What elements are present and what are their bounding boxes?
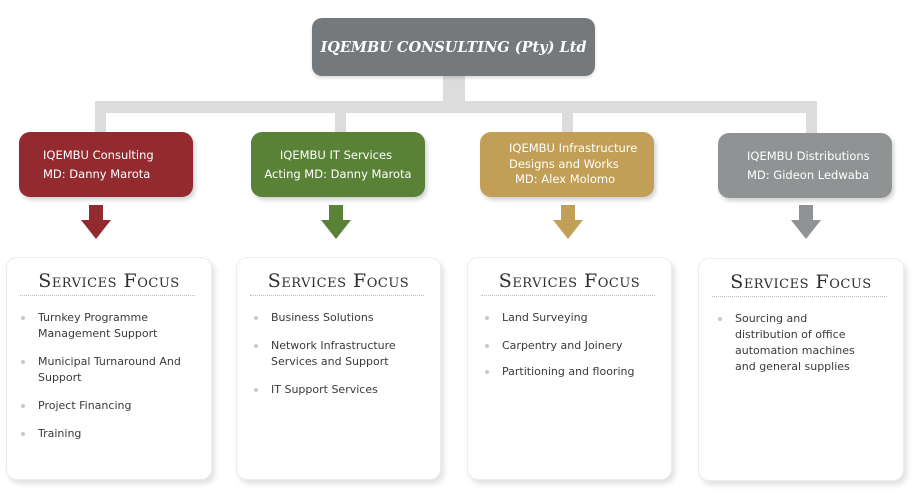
connector-horizontal-bar <box>95 101 817 113</box>
bullet-icon <box>254 344 258 348</box>
card-title: Services Focus <box>730 271 872 293</box>
services-card-consulting: Services Focus Turnkey Programme Managem… <box>6 257 212 480</box>
division-md: MD: Danny Marota <box>43 166 151 181</box>
dotted-divider <box>712 296 887 297</box>
division-box-it-services: IQEMBU IT Services Acting MD: Danny Maro… <box>251 132 425 197</box>
bullet-icon <box>254 388 258 392</box>
company-title: IQEMBU CONSULTING (Pty) Ltd <box>320 38 587 56</box>
company-title-box: IQEMBU CONSULTING (Pty) Ltd <box>312 18 595 76</box>
list-item: Business Solutions <box>240 310 434 326</box>
list-item: Turnkey Programme Management Support <box>7 310 205 342</box>
bullet-icon <box>21 432 25 436</box>
bullet-icon <box>21 360 25 364</box>
arrow-down-icon <box>321 205 351 239</box>
list-item: Partitioning and flooring <box>471 364 665 380</box>
dotted-divider <box>250 295 424 296</box>
connector-drop-3 <box>562 101 573 133</box>
division-box-consulting: IQEMBU Consulting MD: Danny Marota <box>19 132 193 197</box>
list-item: Municipal Turnaround And Support <box>7 354 205 386</box>
division-name: IQEMBU Consulting <box>43 147 154 162</box>
connector-drop-4 <box>806 101 817 133</box>
list-item: Sourcing and distribution of office auto… <box>704 311 873 375</box>
list-item: Land Surveying <box>471 310 665 326</box>
arrow-down-icon <box>791 205 821 239</box>
list-item: Training <box>7 426 205 442</box>
arrow-down-icon <box>81 205 111 239</box>
list-item: Project Financing <box>7 398 205 414</box>
bullet-icon <box>485 370 489 374</box>
division-md: MD: Gideon Ledwaba <box>747 167 870 182</box>
bullet-icon <box>254 316 258 320</box>
services-list: Land Surveying Carpentry and Joinery Par… <box>468 310 665 392</box>
services-card-it-services: Services Focus Business Solutions Networ… <box>236 257 441 480</box>
division-name: IQEMBU IT Services <box>279 147 393 162</box>
dotted-divider <box>481 295 655 296</box>
bullet-icon <box>485 316 489 320</box>
services-list: Turnkey Programme Management Support Mun… <box>7 310 205 454</box>
services-card-infrastructure: Services Focus Land Surveying Carpentry … <box>467 257 672 480</box>
division-name: IQEMBU Infrastructure <box>509 141 638 156</box>
connector-drop-2 <box>335 101 346 133</box>
division-name-cont: Designs and Works <box>509 156 619 171</box>
dotted-divider <box>20 295 195 296</box>
division-name: IQEMBU Distributions <box>747 148 870 163</box>
arrow-down-icon <box>553 205 583 239</box>
division-md: Acting MD: Danny Marota <box>264 166 412 181</box>
division-box-infrastructure: IQEMBU Infrastructure Designs and Works … <box>480 132 654 197</box>
bullet-icon <box>485 344 489 348</box>
card-title: Services Focus <box>38 270 180 292</box>
services-list: Business Solutions Network Infrastructur… <box>237 310 434 410</box>
bullet-icon <box>718 317 722 321</box>
card-title: Services Focus <box>498 270 641 292</box>
services-list: Sourcing and distribution of office auto… <box>699 311 873 387</box>
connector-drop-1 <box>95 101 106 133</box>
division-md: MD: Alex Molomo <box>515 172 616 187</box>
bullet-icon <box>21 316 25 320</box>
list-item: Carpentry and Joinery <box>471 338 665 354</box>
division-box-distributions: IQEMBU Distributions MD: Gideon Ledwaba <box>718 133 892 198</box>
services-card-distributions: Services Focus Sourcing and distribution… <box>698 258 904 481</box>
connector-stem <box>443 76 465 102</box>
bullet-icon <box>21 404 25 408</box>
card-title: Services Focus <box>267 270 410 292</box>
list-item: Network Infrastructure Services and Supp… <box>240 338 434 370</box>
list-item: IT Support Services <box>240 382 434 398</box>
